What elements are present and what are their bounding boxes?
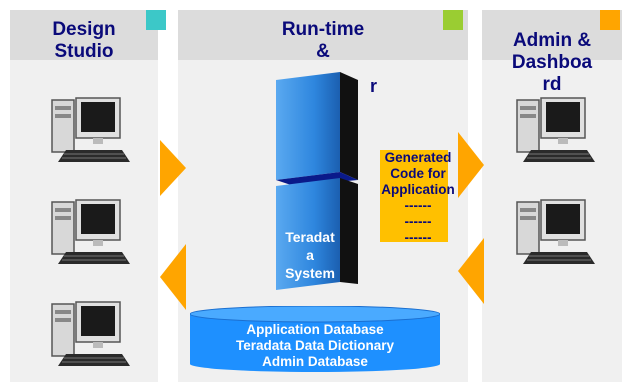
database-cylinder-icon [190,306,440,372]
right-arrow-icon [458,132,484,198]
generated-code-label: Generated Code for Application ------ --… [381,150,455,245]
desktop-computer-icon [51,199,130,264]
teradata-system-label: Teradat a System [285,229,335,281]
desktop-computer-icon [51,301,130,366]
admin-header: Admin & Dashboa rd [482,10,622,95]
admin-title: Admin & Dashboa rd [511,30,593,95]
left-arrow-icon [160,244,186,310]
runtime-header: Run-time & [178,10,468,62]
right-arrow-icon [160,140,186,196]
desktop-computer-icon [51,97,130,162]
teradata-server-icon [276,72,358,290]
design-studio-title: Design Studio [52,19,116,62]
left-arrow-icon [458,238,484,304]
design-studio-header: Design Studio [10,10,158,62]
generated-code-box [380,150,448,242]
admin-panel: Admin & Dashboa rd [482,10,622,382]
desktop-computer-icon [516,199,595,264]
runtime-corner-marker [443,10,463,30]
admin-corner-marker [600,10,620,30]
desktop-computer-icon [516,97,595,162]
database-label: Application Database Teradata Data Dicti… [235,322,395,369]
design-studio-corner-marker [146,10,166,30]
runtime-title-fragment: r [370,76,378,96]
runtime-title: Run-time & [281,19,365,62]
